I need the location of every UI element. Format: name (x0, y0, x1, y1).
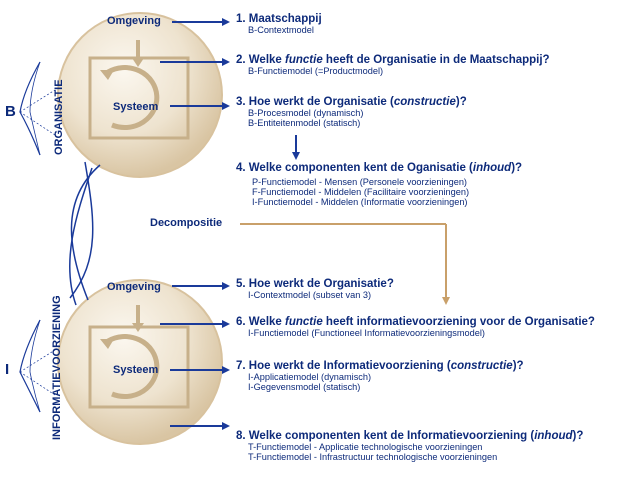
bottom-systeem-label: Systeem (113, 364, 159, 376)
item-6: 6. Welke functie heeft informatievoorzie… (236, 316, 595, 338)
item-8-heading: 8. Welke componenten kent de Informatiev… (236, 430, 584, 442)
i-fan (19, 319, 56, 413)
top-systeem-label: Systeem (113, 101, 159, 113)
item-arrows (160, 18, 300, 430)
top-cycle-arrow (106, 65, 160, 131)
item-7-sub-1: I-Applicatiemodel (dynamisch) (248, 372, 372, 382)
twist-connector (69, 161, 101, 306)
item-3-sub-2: B-Entiteitenmodel (statisch) (248, 118, 361, 128)
item-2-sub-1: B-Functiemodel (=Productmodel) (248, 66, 384, 76)
b-fan (19, 61, 56, 156)
item-8-sub-2: T-Functiemodel - Infrastructuur technolo… (248, 452, 498, 462)
item-1-sub-1: B-Contextmodel (248, 25, 314, 35)
item-7-heading: 7. Hoe werkt de Informatievoorziening (c… (236, 360, 524, 372)
item-8: 8. Welke componenten kent de Informatiev… (236, 430, 583, 462)
item-3-sub-1: B-Procesmodel (dynamisch) (248, 108, 364, 118)
item-4-heading: 4. Welke componenten kent de Oganisatie … (236, 162, 523, 174)
item-4-sub-3: I-Functiemodel - Middelen (Informatie vo… (252, 197, 468, 207)
item-5-heading: 5. Hoe werkt de Organisatie? (236, 278, 394, 290)
item-4: 4. Welke componenten kent de Oganisatie … (236, 162, 522, 207)
item-4-sub-1: P-Functiemodel - Mensen (Personele voorz… (252, 177, 467, 187)
item-1-heading: 1. Maatschappij (236, 13, 322, 25)
item-5: 5. Hoe werkt de Organisatie? I-Contextmo… (236, 278, 394, 300)
bottom-omgeving-label: Omgeving (107, 281, 161, 293)
item-7: 7. Hoe werkt de Informatievoorziening (c… (236, 360, 524, 392)
top-sphere-cluster (57, 12, 223, 178)
organisatie-vertical-label: ORGANISATIE (53, 79, 65, 155)
item-6-heading: 6. Welke functie heeft informatievoorzie… (236, 316, 595, 328)
item-2: 2. Welke functie heeft de Organisatie in… (236, 54, 550, 76)
item-7-sub-2: I-Gegevensmodel (statisch) (248, 382, 361, 392)
b-letter: B (5, 103, 16, 120)
bottom-cycle-arrow (106, 334, 160, 400)
decompositie-connector (240, 223, 450, 305)
item-8-sub-1: T-Functiemodel - Applicatie technologisc… (248, 442, 483, 452)
bottom-sphere (57, 279, 223, 445)
item-3: 3. Hoe werkt de Organisatie (constructie… (236, 96, 467, 128)
bottom-sphere-cluster (57, 279, 223, 445)
top-omgeving-label: Omgeving (107, 15, 161, 27)
item-5-sub-1: I-Contextmodel (subset van 3) (248, 290, 372, 300)
decompositie-label: Decompositie (150, 217, 223, 229)
i-letter: I (5, 361, 10, 378)
item-2-heading: 2. Welke functie heeft de Organisatie in… (236, 54, 550, 66)
item-4-sub-2: F-Functiemodel - Middelen (Facilitaire v… (252, 187, 470, 197)
top-sphere (57, 12, 223, 178)
item-3-heading: 3. Hoe werkt de Organisatie (constructie… (236, 96, 467, 108)
informatievoorziening-vertical-label: INFORMATIEVOORZIENING (51, 295, 63, 440)
item-1: 1. Maatschappij B-Contextmodel (236, 13, 322, 35)
item-6-sub-1: I-Functiemodel (Functioneel Informatievo… (248, 328, 485, 338)
